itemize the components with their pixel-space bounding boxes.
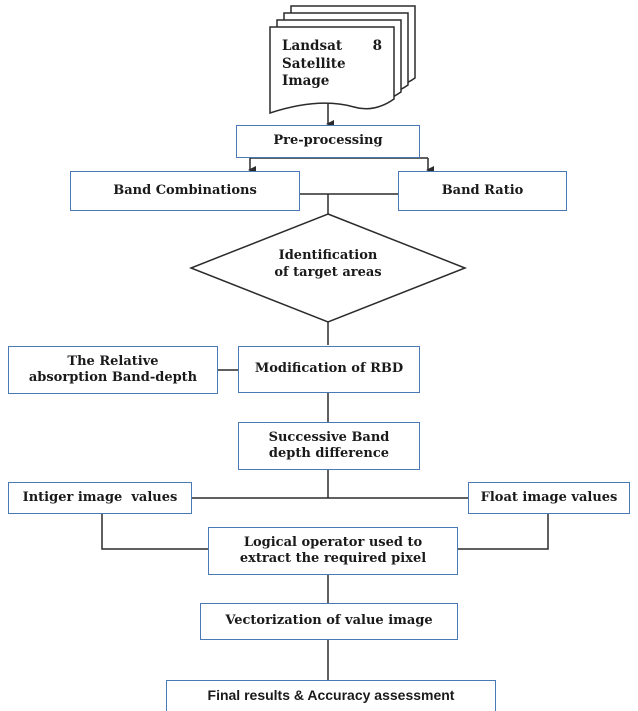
logical-operator-box: Logical operator used to extract the req… — [208, 527, 458, 575]
landsat-word: Landsat — [282, 38, 343, 54]
relative-line2: absorption Band-depth — [28, 370, 198, 385]
band-combinations-box: Band Combinations — [70, 171, 300, 211]
successive-line1: Successive Band — [268, 429, 390, 445]
band-ratio-label: Band Ratio — [441, 182, 524, 198]
relative-absorption-box: The Relative absorption Band-depth — [8, 346, 218, 394]
modification-rbd-label: Modification of RBD — [254, 361, 404, 377]
final-results-box: Final results & Accuracy assessment — [166, 680, 496, 711]
landsat-number: 8 — [372, 38, 382, 54]
logical-line1: Logical operator used to — [243, 534, 423, 550]
landsat-image: Image — [282, 73, 330, 90]
band-combinations-label: Band Combinations — [113, 182, 257, 198]
relative-line1: The Relative — [67, 353, 159, 369]
float-values-label: Float image values — [480, 489, 618, 505]
connector-integer-logical — [101, 514, 208, 550]
modification-rbd-box: Modification of RBD — [238, 346, 420, 393]
landsat-satellite: Satellite — [282, 55, 346, 72]
connector-float-logical — [458, 514, 549, 550]
band-ratio-box: Band Ratio — [398, 171, 567, 211]
integer-values-box: Intiger image values — [8, 482, 192, 514]
successive-band-box: Successive Band depth difference — [238, 422, 420, 470]
final-results-label: Final results & Accuracy assessment — [207, 687, 455, 704]
integer-values-label: Intiger image values — [22, 489, 178, 505]
decision-diamond — [188, 213, 468, 323]
preprocessing-label: Pre-processing — [273, 133, 383, 149]
vectorization-box: Vectorization of value image — [200, 603, 458, 640]
identification-label: Identification of target areas — [248, 248, 408, 282]
identification-line2: of target areas — [274, 264, 382, 280]
preprocessing-box: Pre-processing — [236, 125, 420, 158]
float-values-box: Float image values — [468, 482, 630, 514]
identification-line1: Identification — [278, 248, 378, 263]
successive-line2: depth difference — [268, 446, 390, 461]
document-stack-icon — [269, 5, 416, 115]
vectorization-label: Vectorization of value image — [225, 613, 433, 629]
logical-line2: extract the required pixel — [239, 551, 427, 566]
landsat-title: Landsat 8 Satellite Image — [282, 38, 392, 91]
